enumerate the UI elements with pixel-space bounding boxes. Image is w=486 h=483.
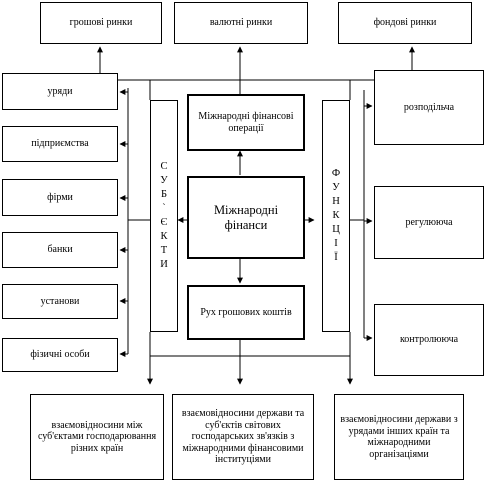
subjects-letter: И — [160, 259, 168, 270]
functions-letter: Ц — [332, 224, 340, 235]
function-label: розподільча — [403, 101, 455, 113]
relation-box-institutions: взаємовідносини держави та суб'єктів сві… — [172, 394, 314, 480]
subjects-letter: Б — [160, 189, 168, 200]
functions-column: Ф У Н К Ц І Ї — [322, 100, 350, 332]
center-cashflow-box: Рух грошових коштів — [187, 285, 305, 340]
subjects-letter: ` — [162, 203, 166, 214]
subject-label: уряди — [47, 85, 73, 97]
subjects-letter: К — [160, 231, 168, 242]
relation-label: взаємовідносини держави та суб'єктів сві… — [181, 408, 305, 466]
subject-label: фірми — [47, 191, 73, 203]
subject-box-firms: фірми — [2, 179, 118, 216]
relation-label: взаємовідносини між суб'єктами господарю… — [37, 419, 157, 454]
subject-box-institutions: установи — [2, 284, 118, 319]
subject-label: підприємства — [31, 138, 89, 150]
function-box-control: контролююча — [374, 304, 484, 376]
functions-letter: Ф — [331, 168, 341, 179]
subject-label: банки — [47, 244, 73, 256]
functions-letter: У — [332, 182, 340, 193]
function-box-distributive: розподільча — [374, 70, 484, 145]
subjects-column: С У Б ` Є К Т И — [150, 100, 178, 332]
subject-box-enterprises: підприємства — [2, 126, 118, 162]
subject-label: установи — [40, 295, 80, 307]
center-cashflow-label: Рух грошових коштів — [200, 306, 292, 318]
market-label: валютні ринки — [209, 17, 273, 29]
functions-letter: Н — [332, 196, 340, 207]
subjects-letter: С — [160, 161, 168, 172]
functions-letter: Ї — [334, 252, 338, 263]
subjects-letter: У — [160, 175, 168, 186]
functions-letter: І — [334, 238, 338, 249]
relation-label: взаємовідносини держави з урядами інших … — [340, 414, 458, 460]
subjects-letter: Т — [160, 245, 168, 256]
market-box-money: грошові ринки — [40, 2, 162, 44]
subject-label: фізичні особи — [30, 349, 90, 361]
center-operations-label: Міжнародні фінансові операції — [198, 111, 294, 134]
center-main-label: Міжнародні фінанси — [213, 203, 279, 232]
relation-box-governments: взаємовідносини держави з урядами інших … — [334, 394, 464, 480]
market-box-currency: валютні ринки — [174, 2, 308, 44]
functions-letter: К — [332, 210, 340, 221]
market-label: грошові ринки — [69, 17, 133, 29]
subject-box-individuals: фізичні особи — [2, 338, 118, 372]
subjects-letter: Є — [160, 217, 168, 228]
market-label: фондові ринки — [373, 17, 437, 29]
function-label: регулююча — [405, 216, 453, 228]
center-operations-box: Міжнародні фінансові операції — [187, 94, 305, 151]
subject-box-governments: уряди — [2, 73, 118, 110]
market-box-stock: фондові ринки — [338, 2, 472, 44]
function-label: контролююча — [399, 334, 459, 346]
subject-box-banks: банки — [2, 232, 118, 268]
function-box-regulatory: регулююча — [374, 186, 484, 259]
relation-box-entities: взаємовідносини між суб'єктами господарю… — [30, 394, 164, 480]
center-main-box: Міжнародні фінанси — [187, 176, 305, 259]
